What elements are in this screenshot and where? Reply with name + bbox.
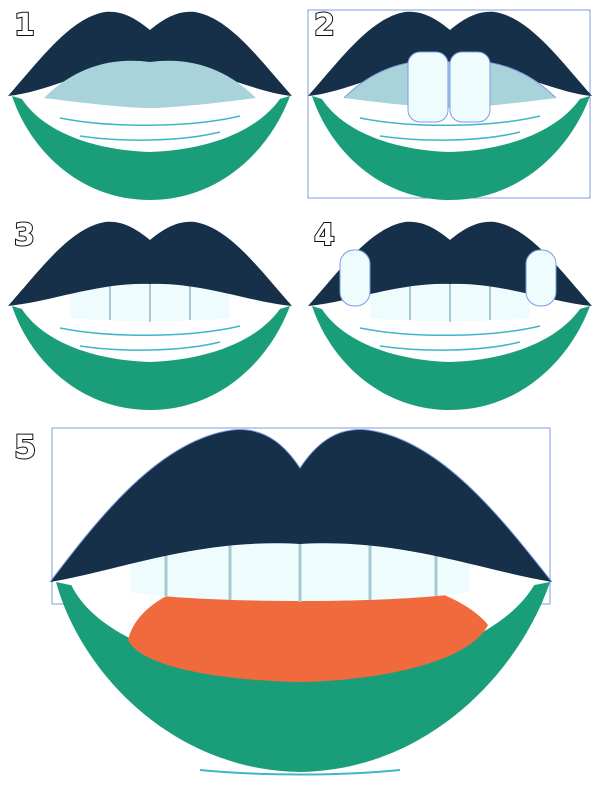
- lips-step-3-illustration: [8, 221, 292, 410]
- step-1-label: 1: [13, 7, 36, 44]
- step-4-label: 4: [313, 217, 336, 254]
- lips-step-2-illustration: [307, 9, 592, 200]
- step-4-panel: 4: [300, 210, 600, 420]
- step-5-panel: 5: [0, 420, 600, 789]
- lips-step-1-illustration: [8, 11, 292, 200]
- step-5-label: 5: [13, 427, 37, 467]
- lips-step-4-illustration: [308, 221, 592, 410]
- step-2-panel: 2: [300, 0, 600, 210]
- step-2-label: 2: [313, 7, 336, 44]
- step-1-panel: 1: [0, 0, 300, 210]
- step-3-label: 3: [13, 217, 36, 254]
- step-3-panel: 3: [0, 210, 300, 420]
- lips-step-5-illustration: [49, 427, 553, 776]
